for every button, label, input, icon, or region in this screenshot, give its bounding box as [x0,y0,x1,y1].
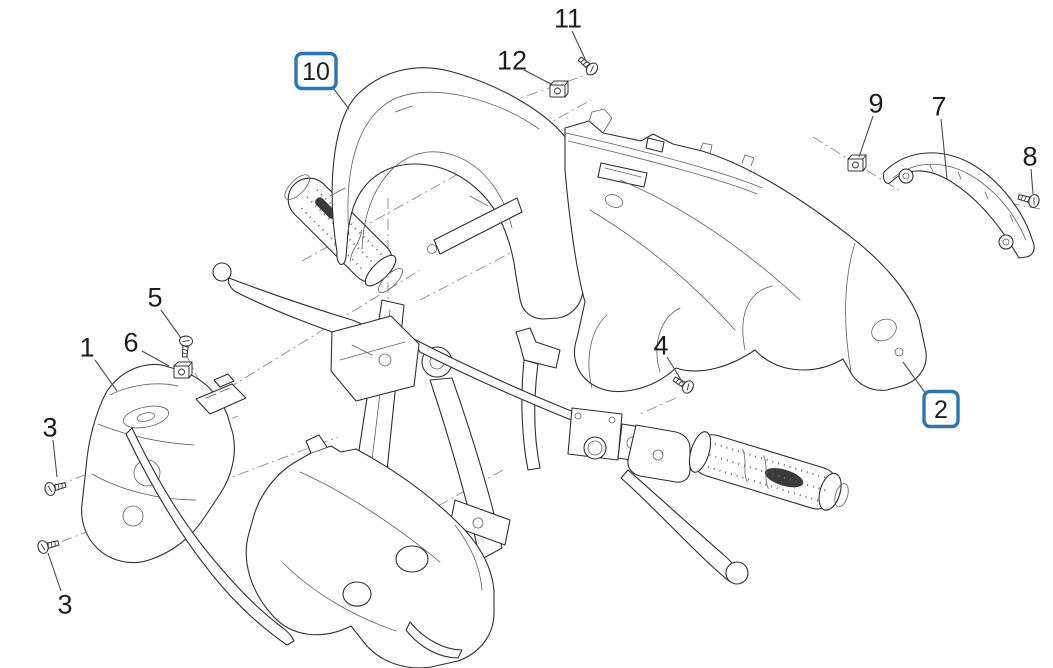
callout-1[interactable]: 1 [79,333,118,392]
callout-number: 6 [123,328,138,358]
callout-highlight-box [294,51,338,91]
screw-glyph [1017,194,1040,208]
callout-7[interactable]: 7 [931,92,948,180]
callout-leader-line [571,30,588,64]
callout-3[interactable]: 3 [42,413,58,478]
callout-number: 2 [934,396,948,424]
callout-highlight-box [922,389,960,429]
callout-2-highlighted[interactable]: 2 [902,361,960,429]
callout-leader-line [47,552,62,592]
callout-number: 9 [868,89,883,119]
clip-nut-glyph [549,80,569,98]
callout-number: 11 [554,4,582,34]
callout-number: 7 [931,92,946,122]
callout-3[interactable]: 3 [47,552,73,620]
callout-11[interactable]: 11 [554,4,588,64]
callout-9[interactable]: 9 [858,89,884,158]
callout-leader-line [940,118,948,180]
callout-number: 8 [1022,142,1037,172]
callout-5[interactable]: 5 [147,283,182,339]
part-10-top-cover [329,67,589,320]
callout-leader-line [94,359,118,392]
screw-glyph [577,56,599,76]
callout-leader-line [666,356,684,384]
callout-number: 4 [653,331,668,361]
callout-number: 12 [497,46,527,76]
callout-6[interactable]: 6 [123,328,170,367]
screw-glyph [37,540,60,554]
part-1-front-handlebar-cover [81,363,295,646]
callout-number: 10 [302,58,330,86]
callout-number: 3 [42,413,57,443]
callout-leader-line [1030,168,1034,195]
callout-12[interactable]: 12 [497,46,552,85]
callout-number: 3 [57,590,72,620]
lower-handlebar-cover [245,434,495,668]
callout-8[interactable]: 8 [1022,142,1038,195]
callout-leader-line [902,361,927,395]
callout-leader-line [52,439,58,478]
callout-number: 1 [79,333,94,363]
callout-leader-line [141,350,170,367]
callout-4[interactable]: 4 [653,331,684,384]
screw-glyph [44,482,67,496]
part-7-cover-trim [883,152,1035,259]
part-2-rear-handlebar-cover [564,108,927,393]
clip-nut-glyph [173,361,193,379]
clip-nut-glyph [847,154,867,172]
callout-10-highlighted[interactable]: 10 [294,51,350,110]
screw-glyph [672,376,694,394]
callout-leader-line [523,69,552,85]
callout-leader-line [858,115,874,158]
callout-number: 5 [147,283,162,313]
screw-glyph [179,335,193,358]
callout-leader-line [332,87,350,110]
callout-leader-line [160,309,182,339]
